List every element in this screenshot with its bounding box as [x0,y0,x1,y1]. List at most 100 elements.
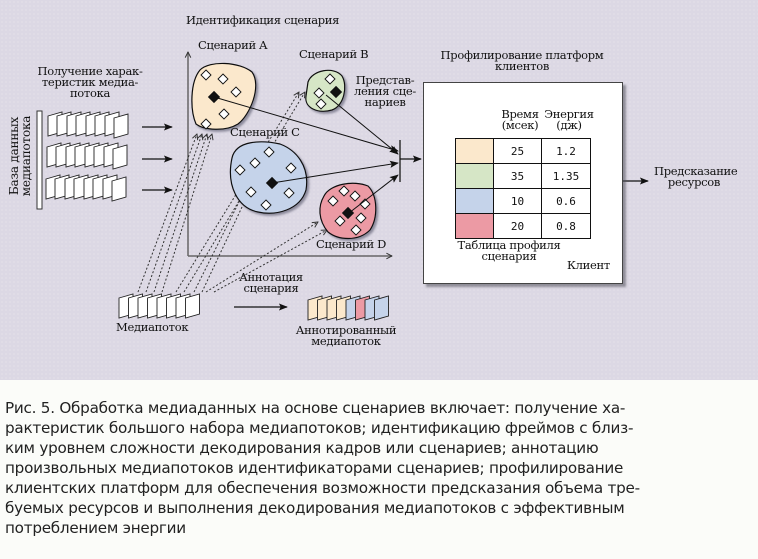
client-profiling-line-1: Профилирование платформ [440,48,604,62]
feature-extraction-label: Получение харак- теристик медиа- потока [30,65,150,100]
frame-diamond-d [349,190,361,202]
profile-table-caption: Таблица профиля сценария [454,238,564,263]
scenario-color-swatch [455,163,494,189]
frame [111,176,127,202]
client-profiling-line-2: клиентов [495,59,549,73]
representations-line-2: ления сце- [354,84,416,98]
frame [113,113,129,139]
frame-diamond-c [263,146,275,158]
time-value: 20 [493,213,542,239]
resource-prediction-line-2: ресурсов [667,175,721,189]
frame-diamond-d [334,215,346,227]
frame-diamond-c [285,162,297,174]
energy-value: 0.6 [541,188,591,214]
mediastream-label: Медиапоток [116,320,189,334]
figure-caption: Рис. 5. Обработка медиаданных на основе … [5,398,758,538]
annotated-stream-line-2: медиапоток [311,334,381,348]
frame-diamond-c [249,157,261,169]
energy-value: 1.35 [541,163,591,189]
client-profiling-label: Профилирование платформ клиентов [432,48,612,73]
representations-line-1: Представ- [355,73,415,87]
client-label: Клиент [567,258,610,272]
diagram: Идентификация сценария Получение харак- … [0,0,758,380]
database-bar [36,110,43,210]
mediastream-frame [185,293,200,319]
profile-caption-line-1: Таблица профиля [457,238,561,252]
annotated-mediastream-frames [307,295,389,321]
time-column-header: Время (мсек) [498,107,542,132]
feature-extraction-line-3: потока [69,86,111,100]
scenario-centroid-b [329,85,343,99]
frame-diamond-d [350,224,362,236]
scenario-b-label: Сценарий B [299,47,369,61]
identification-title: Идентификация сценария [186,13,340,27]
scenario-c-label: Сценарий C [230,125,300,139]
caption-line: ким уровнем сложности декодирования кадр… [5,439,599,457]
caption-line: Рис. 5. Обработка медиаданных на основе … [5,399,626,417]
dotted-link [137,134,197,293]
frame-diamond-d [355,212,367,224]
dotted-link [145,134,202,293]
energy-header-line-1: Энергия [544,107,594,121]
frame-diamond-a [218,108,230,120]
frame-diamond-c [234,164,246,176]
scenario-a-label: Сценарий A [198,38,268,52]
rep-arrow-c [271,160,399,184]
representations-line-3: нариев [364,95,406,109]
diagram-graphics [36,0,649,321]
dotted-link [213,230,327,293]
scenario-a-blob [191,62,257,130]
frame-diamond-a [200,118,212,130]
feature-frame-stacks [45,111,129,202]
time-header-line-2: (мсек) [501,118,539,132]
energy-value: 0.8 [541,213,591,239]
frame-diamond-d [359,198,371,210]
dotted-link [161,134,212,293]
caption-line: клиентских платформ для обеспечения возм… [5,479,640,497]
caption-line: рактеристик большого набора медиапотоков… [5,419,634,437]
time-header-line-1: Время [501,107,539,121]
energy-header-line-2: (дж) [556,118,582,132]
annotation-label: Аннотация сценария [236,270,306,295]
frame-diamond-d [338,185,350,197]
frame-diamond-c [260,199,272,211]
frame-diamond-a [200,69,212,81]
rep-arrow-d [348,174,399,214]
profile-caption-line-2: сценария [481,249,537,263]
caption-line: произвольных медиапотоков идентификатора… [5,459,624,477]
annotated-frame-c [374,295,389,321]
frame-diamond-a [230,86,242,98]
annotation-line-1: Аннотация [239,270,303,284]
time-value: 25 [493,138,542,164]
frame-diamond-b [313,87,325,99]
frame-diamond-c [245,186,257,198]
frame-diamond-b [315,98,327,110]
scenario-diamonds [200,69,371,236]
database-label: База данных медиапотока [7,106,33,206]
frame-diamond-a [217,73,229,85]
energy-column-header: Энергия (дж) [542,107,596,132]
dotted-link [201,190,250,293]
frame-diamond-d [327,195,339,207]
scenario-color-swatch [455,213,494,239]
annotation-line-2: сценария [243,281,299,295]
dotted-link [153,134,207,293]
scenario-representations-label: Представ- ления сце- нариев [350,73,420,109]
scenario-color-swatch [455,188,494,214]
database-label-line-2: медиапотока [19,115,33,197]
time-value: 10 [493,188,542,214]
scenario-color-swatch [455,138,494,164]
annotated-stream-label: Аннотированный медиапоток [290,323,402,348]
frame [112,144,128,170]
resource-prediction-label: Предсказание ресурсов [654,165,738,189]
time-value: 35 [493,163,542,189]
mediastream-frames [118,293,200,319]
energy-value: 1.2 [541,138,591,164]
annotated-stream-line-1: Аннотированный [295,323,397,337]
